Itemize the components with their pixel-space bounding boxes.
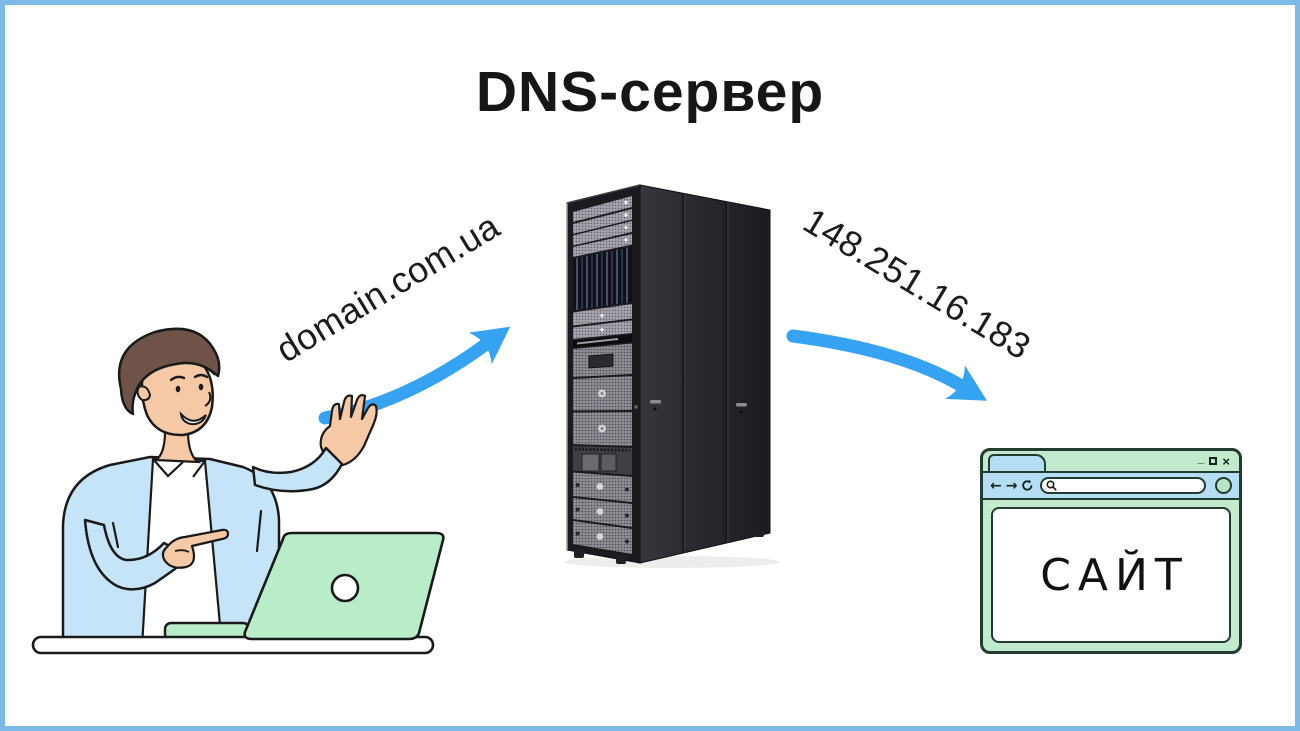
response-arrow-icon [786, 329, 987, 401]
refresh-icon[interactable] [1021, 479, 1034, 492]
page-title: DNS-сервер [475, 60, 825, 124]
browser-titlebar: _ × [983, 451, 1239, 473]
search-icon [1046, 480, 1058, 491]
url-bar[interactable] [1040, 477, 1206, 494]
browser-window: _ × ← → [980, 448, 1242, 654]
minimize-button[interactable]: _ [1197, 451, 1205, 465]
browser-tab[interactable] [988, 454, 1046, 473]
profile-circle-button[interactable] [1215, 477, 1232, 494]
back-button[interactable]: ← [990, 477, 1002, 494]
site-text: САЙТ [1040, 549, 1189, 601]
dns-server-rack-image [564, 184, 780, 568]
person-illustration [31, 327, 445, 655]
browser-toolbar: ← → [983, 471, 1239, 500]
close-button[interactable]: × [1222, 453, 1230, 469]
forward-button[interactable]: → [1005, 477, 1018, 494]
browser-content: САЙТ [991, 507, 1231, 643]
maximize-button[interactable] [1209, 457, 1218, 465]
